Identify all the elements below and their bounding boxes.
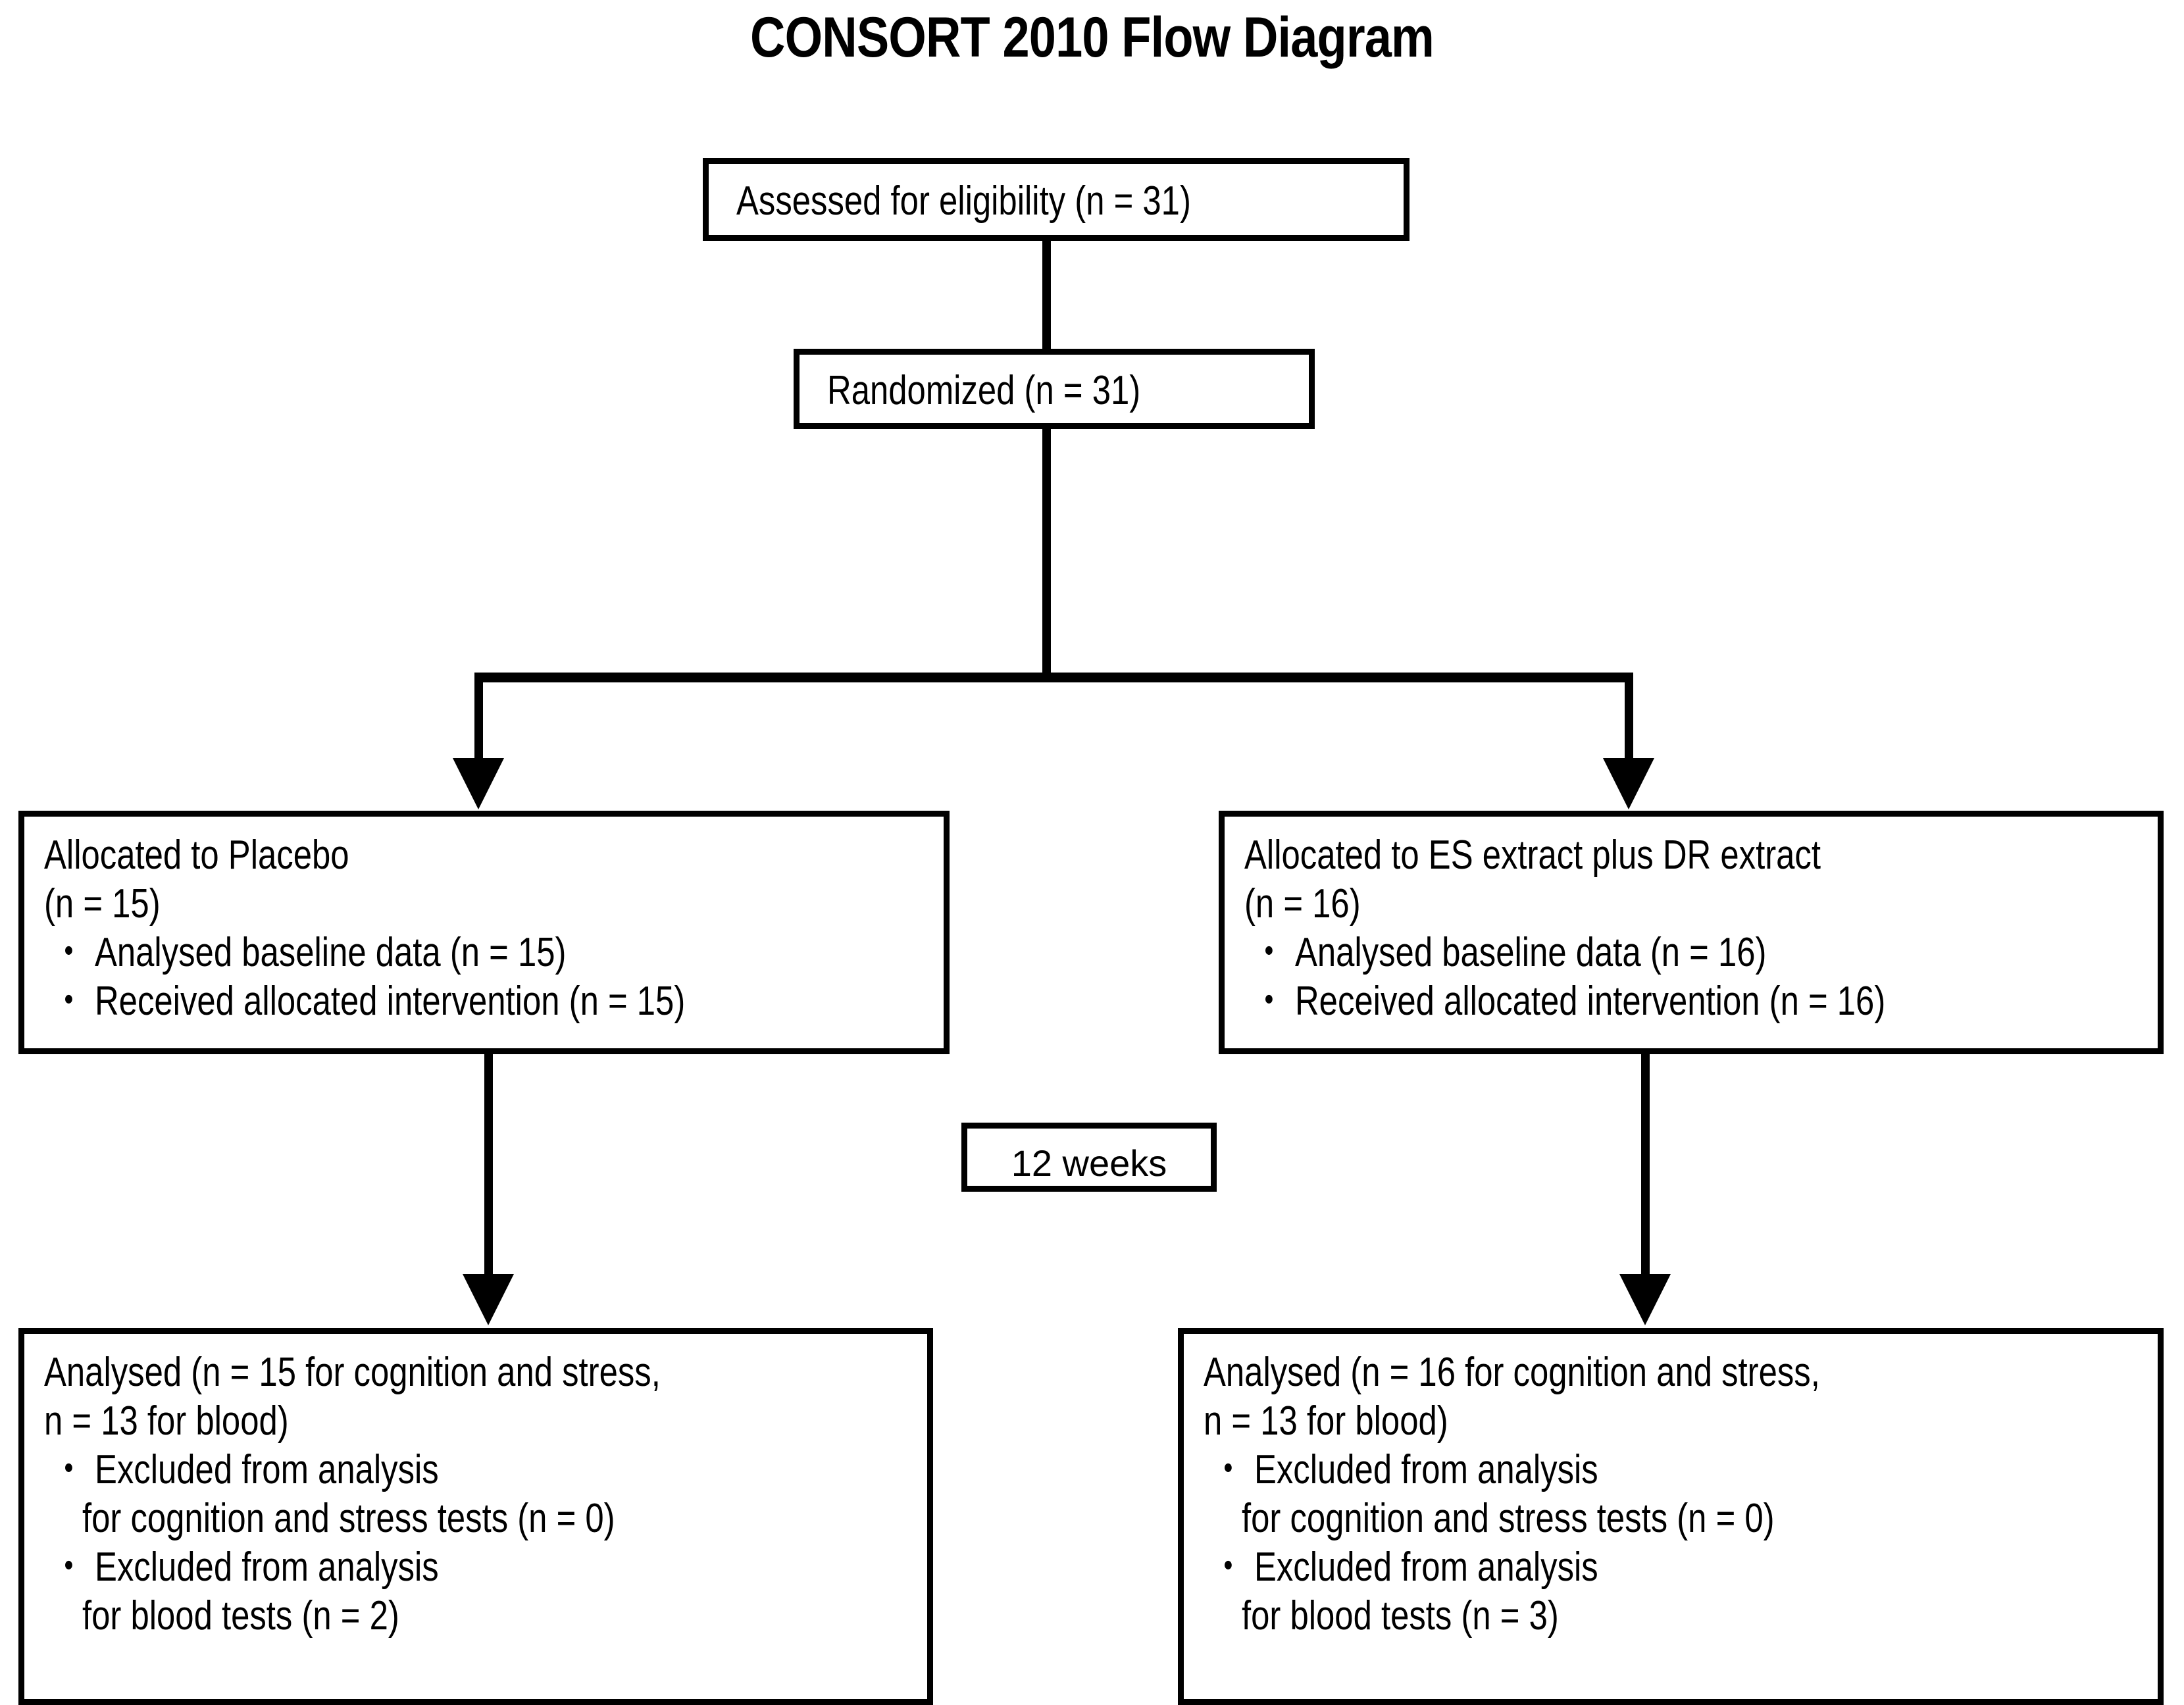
analysed-left-line5: ・ Excluded from analysis: [52, 1544, 439, 1590]
node-allocated-placebo: Allocated to Placebo (n = 15) ・ Analysed…: [18, 811, 950, 1054]
analysed-right-line2: n = 13 for blood): [1204, 1398, 1448, 1444]
fork-leg-left: [474, 673, 483, 759]
alloc-right-line1: Allocated to ES extract plus DR extract: [1244, 832, 1821, 878]
alloc-left-line3: ・ Analysed baseline data (n = 15): [52, 930, 567, 975]
connector-assessed-to-randomized: [1042, 238, 1051, 351]
connector-randomized-to-fork: [1042, 426, 1051, 676]
alloc-left-line4: ・ Received allocated intervention (n = 1…: [52, 979, 686, 1024]
alloc-right-line4: ・ Received allocated intervention (n = 1…: [1252, 979, 1886, 1024]
analysed-right-line5: ・ Excluded from analysis: [1211, 1544, 1598, 1590]
connector-allocation-left-to-analysed-left: [484, 1053, 493, 1275]
analysed-right-line3: ・ Excluded from analysis: [1211, 1447, 1598, 1492]
connector-allocation-right-to-analysed-right: [1641, 1053, 1650, 1275]
node-interval-12-weeks: 12 weeks: [961, 1123, 1217, 1192]
page-title: CONSORT 2010 Flow Diagram: [750, 6, 1435, 69]
fork-horizontal-bar: [474, 673, 1633, 682]
analysed-right-line6: for blood tests (n = 3): [1242, 1593, 1559, 1639]
analysed-left-line1: Analysed (n = 15 for cognition and stres…: [44, 1350, 661, 1395]
node-allocated-es-dr-extract: Allocated to ES extract plus DR extract …: [1219, 811, 2164, 1054]
node-analysed-placebo: Analysed (n = 15 for cognition and stres…: [18, 1328, 933, 1705]
fork-leg-right: [1625, 673, 1633, 759]
randomized-text: Randomized (n = 31): [827, 368, 1141, 413]
analysed-left-line4: for cognition and stress tests (n = 0): [82, 1496, 615, 1541]
node-analysed-es-dr-extract: Analysed (n = 16 for cognition and stres…: [1178, 1328, 2164, 1705]
arrowhead-to-analysed-left: [463, 1274, 514, 1325]
analysed-right-line4: for cognition and stress tests (n = 0): [1242, 1496, 1775, 1541]
alloc-left-line2: (n = 15): [44, 881, 161, 927]
interval-text: 12 weeks: [1011, 1142, 1167, 1184]
alloc-left-line1: Allocated to Placebo: [44, 832, 349, 878]
analysed-right-line1: Analysed (n = 16 for cognition and stres…: [1204, 1350, 1820, 1395]
node-randomized: Randomized (n = 31): [794, 349, 1315, 429]
analysed-left-line2: n = 13 for blood): [44, 1398, 289, 1444]
analysed-left-line3: ・ Excluded from analysis: [52, 1447, 439, 1492]
arrowhead-to-allocation-right: [1603, 758, 1654, 809]
alloc-right-line2: (n = 16): [1244, 881, 1361, 927]
analysed-left-line6: for blood tests (n = 2): [82, 1593, 399, 1639]
node-assessed-for-eligibility: Assessed for eligibility (n = 31): [703, 158, 1409, 241]
arrowhead-to-allocation-left: [453, 758, 504, 809]
arrowhead-to-analysed-right: [1619, 1274, 1671, 1325]
assessed-text: Assessed for eligibility (n = 31): [736, 178, 1191, 224]
alloc-right-line3: ・ Analysed baseline data (n = 16): [1252, 930, 1767, 975]
